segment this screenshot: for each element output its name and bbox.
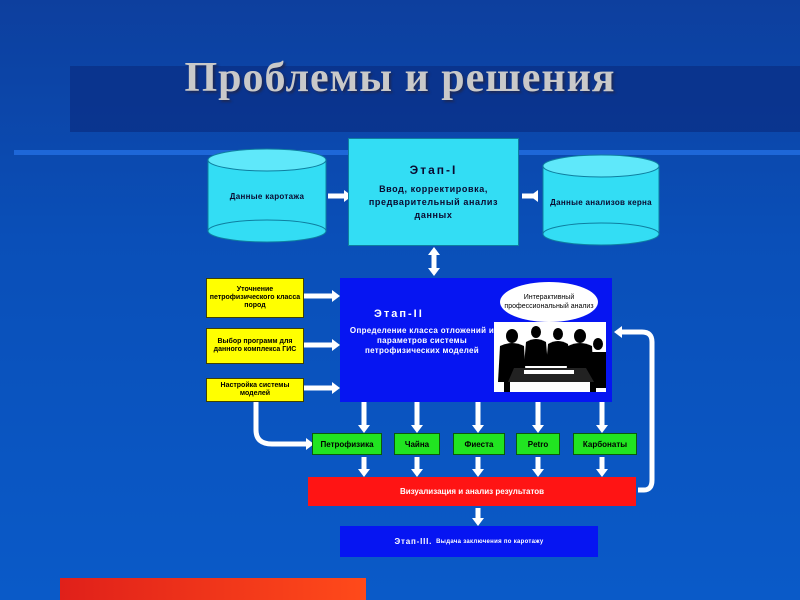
stage2-box: Этап-II Определение класса отложений и п… bbox=[340, 278, 612, 402]
side-box-refinement: Уточнение петрофизического класса пород bbox=[206, 278, 304, 318]
program-box-carbonates: Карбонаты bbox=[573, 433, 637, 455]
visualization-box: Визуализация и анализ результатов bbox=[308, 477, 636, 506]
side-box-model-tuning: Настройка системы моделей bbox=[206, 378, 304, 402]
db-right-cylinder bbox=[542, 154, 660, 246]
stage2-name: Этап-II bbox=[374, 308, 424, 320]
program-box-petro: Petro bbox=[516, 433, 560, 455]
loop-left-arrow bbox=[253, 402, 306, 447]
stage3-desc: Выдача заключения по каротажу bbox=[436, 538, 544, 545]
analysis-bubble: Интерактивный профессиональный анализ bbox=[500, 282, 598, 322]
page-title: Проблемы и решения bbox=[184, 55, 616, 101]
stage1-desc: Ввод, корректировка, предварительный ана… bbox=[368, 183, 499, 220]
db-right-label: Данные анализов керна bbox=[550, 198, 652, 207]
title-band bbox=[70, 66, 800, 132]
db-left-label: Данные каротажа bbox=[229, 192, 305, 201]
db-left-cylinder bbox=[207, 148, 327, 243]
loop-right-arrow bbox=[620, 329, 655, 493]
stage1-box: Этап-I Ввод, корректировка, предваритель… bbox=[348, 138, 519, 246]
stage3-box: Этап-III. Выдача заключения по каротажу bbox=[340, 526, 598, 557]
stage2-desc: Определение класса отложений и параметро… bbox=[349, 326, 495, 355]
program-box-chaina: Чайна bbox=[394, 433, 440, 455]
meeting-illustration-icon bbox=[494, 322, 606, 392]
stage1-name: Этап-I bbox=[409, 162, 458, 177]
program-box-petrofizika: Петрофизика bbox=[312, 433, 382, 455]
program-box-fiesta: Фиеста bbox=[453, 433, 505, 455]
bottom-accent-bar bbox=[60, 578, 366, 600]
side-box-program-choice: Выбор программ для данного комплекса ГИС bbox=[206, 328, 304, 364]
stage3-name: Этап-III. bbox=[394, 537, 433, 546]
